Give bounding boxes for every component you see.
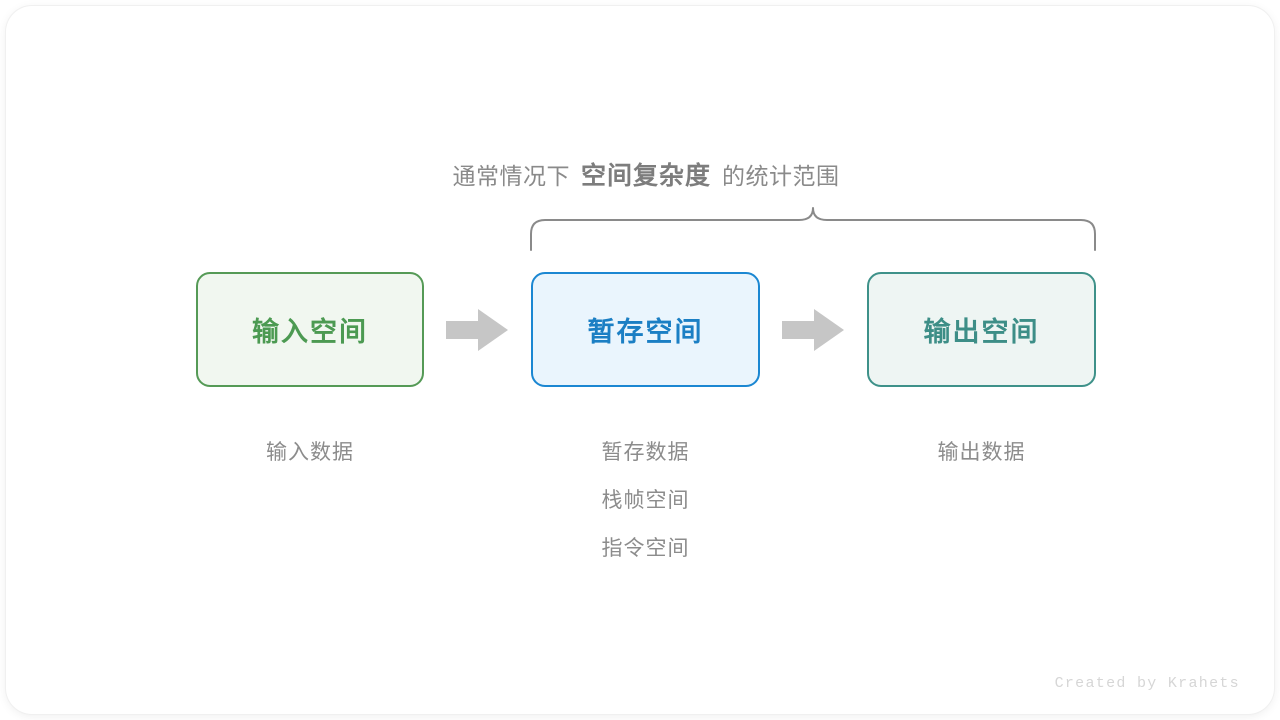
caption-item: 输出数据 bbox=[937, 441, 1026, 464]
brace-icon bbox=[530, 207, 1096, 251]
caption-item: 栈帧空间 bbox=[601, 489, 690, 512]
box-temp-space-label: 暂存空间 bbox=[587, 317, 704, 347]
diagram-card: 通常情况下空间复杂度的统计范围 输入空间 暂存空间 输出空间 输入数据 暂存数据… bbox=[6, 6, 1274, 714]
box-temp-space[interactable]: 暂存空间 bbox=[531, 272, 760, 387]
captions-input-space: 输入数据 bbox=[196, 429, 424, 477]
box-output-space[interactable]: 输出空间 bbox=[867, 272, 1096, 387]
arrow-input-to-temp bbox=[446, 309, 508, 351]
caption-emphasis: 空间复杂度 bbox=[580, 162, 711, 190]
box-input-space-label: 输入空间 bbox=[252, 317, 368, 347]
caption-item: 暂存数据 bbox=[601, 441, 690, 464]
right-arrow-icon bbox=[782, 309, 844, 351]
watermark: Created by Krahets bbox=[1054, 675, 1240, 692]
brace-caption: 通常情况下空间复杂度的统计范围 bbox=[6, 156, 1274, 192]
box-input-space[interactable]: 输入空间 bbox=[196, 272, 424, 387]
box-output-space-label: 输出空间 bbox=[923, 317, 1040, 347]
right-arrow-icon bbox=[446, 309, 508, 351]
caption-item: 输入数据 bbox=[266, 441, 354, 464]
captions-output-space: 输出数据 bbox=[867, 429, 1096, 477]
caption-suffix: 的统计范围 bbox=[722, 163, 840, 189]
caption-prefix: 通常情况下 bbox=[452, 163, 570, 189]
arrow-temp-to-output bbox=[782, 309, 844, 351]
captions-temp-space: 暂存数据 栈帧空间 指令空间 bbox=[531, 429, 760, 573]
caption-item: 指令空间 bbox=[601, 537, 690, 560]
brace bbox=[521, 204, 1107, 254]
